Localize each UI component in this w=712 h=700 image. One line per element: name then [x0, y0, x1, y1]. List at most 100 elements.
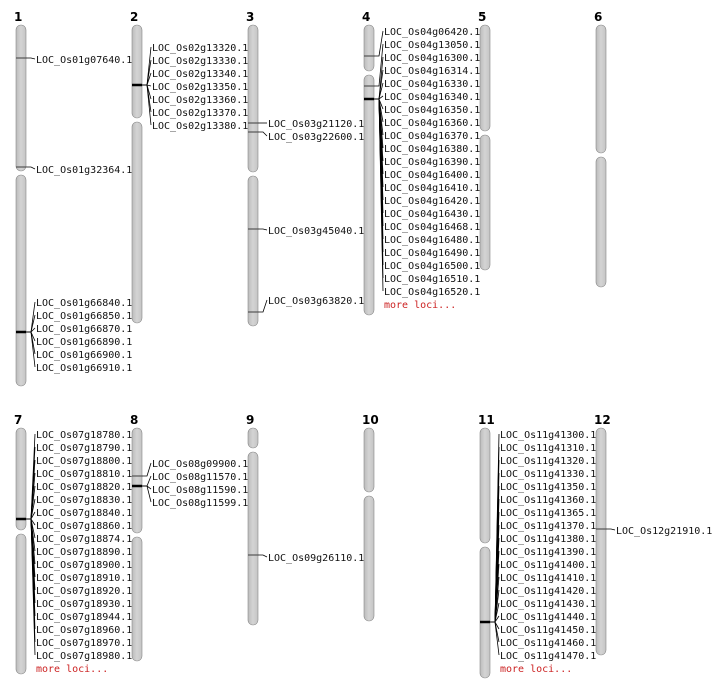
- locus-label[interactable]: LOC_Os02g13320.1: [152, 43, 248, 54]
- locus-label[interactable]: LOC_Os08g11570.1: [152, 472, 248, 483]
- locus-label[interactable]: LOC_Os04g16370.1: [384, 131, 480, 142]
- locus-label[interactable]: LOC_Os02g13350.1: [152, 82, 248, 93]
- locus-label[interactable]: LOC_Os07g18920.1: [36, 586, 132, 597]
- locus-label[interactable]: LOC_Os07g18980.1: [36, 651, 132, 662]
- locus-label[interactable]: LOC_Os12g21910.1: [616, 526, 712, 537]
- locus-label[interactable]: LOC_Os07g18780.1: [36, 430, 132, 441]
- locus-label[interactable]: LOC_Os01g66910.1: [36, 363, 132, 374]
- locus-label[interactable]: LOC_Os11g41400.1: [500, 560, 596, 571]
- locus-label[interactable]: LOC_Os02g13360.1: [152, 95, 248, 106]
- chromosome-arm[interactable]: [363, 495, 375, 622]
- locus-label[interactable]: LOC_Os11g41365.1: [500, 508, 596, 519]
- locus-label[interactable]: LOC_Os02g13370.1: [152, 108, 248, 119]
- chromosome-3[interactable]: 3LOC_Os03g21120.1LOC_Os03g22600.1LOC_Os0…: [246, 10, 364, 327]
- locus-label[interactable]: LOC_Os11g41470.1: [500, 651, 596, 662]
- locus-label[interactable]: LOC_Os07g18944.1: [36, 612, 132, 623]
- locus-label[interactable]: LOC_Os04g16350.1: [384, 105, 480, 116]
- more-loci-link[interactable]: more loci...: [384, 300, 456, 311]
- chromosome-arm[interactable]: [595, 156, 607, 288]
- locus-label[interactable]: LOC_Os11g41410.1: [500, 573, 596, 584]
- locus-label[interactable]: LOC_Os11g41350.1: [500, 482, 596, 493]
- chromosome-arm[interactable]: [131, 536, 143, 662]
- locus-label[interactable]: LOC_Os01g66840.1: [36, 298, 132, 309]
- locus-label[interactable]: LOC_Os03g63820.1: [268, 296, 364, 307]
- locus-label[interactable]: LOC_Os07g18840.1: [36, 508, 132, 519]
- locus-label[interactable]: LOC_Os07g18970.1: [36, 638, 132, 649]
- locus-label[interactable]: LOC_Os01g66900.1: [36, 350, 132, 361]
- locus-label[interactable]: LOC_Os02g13330.1: [152, 56, 248, 67]
- chromosome-arm[interactable]: [15, 533, 27, 675]
- chromosome-arm[interactable]: [363, 24, 375, 72]
- locus-label[interactable]: LOC_Os11g41380.1: [500, 534, 596, 545]
- locus-label[interactable]: LOC_Os07g18860.1: [36, 521, 132, 532]
- more-loci-link[interactable]: more loci...: [500, 664, 572, 675]
- locus-label[interactable]: LOC_Os07g18890.1: [36, 547, 132, 558]
- locus-label[interactable]: LOC_Os11g41450.1: [500, 625, 596, 636]
- locus-label[interactable]: LOC_Os09g26110.1: [268, 553, 364, 564]
- chromosome-arm[interactable]: [479, 427, 491, 544]
- locus-label[interactable]: LOC_Os07g18790.1: [36, 443, 132, 454]
- locus-label[interactable]: LOC_Os03g45040.1: [268, 226, 364, 237]
- chromosome-8[interactable]: 8LOC_Os08g09900.1LOC_Os08g11570.1LOC_Os0…: [130, 413, 248, 662]
- locus-label[interactable]: LOC_Os11g41320.1: [500, 456, 596, 467]
- locus-label[interactable]: LOC_Os04g16420.1: [384, 196, 480, 207]
- chromosome-10[interactable]: 10: [362, 413, 379, 622]
- locus-label[interactable]: LOC_Os02g13340.1: [152, 69, 248, 80]
- locus-label[interactable]: LOC_Os11g41440.1: [500, 612, 596, 623]
- chromosome-6[interactable]: 6: [594, 10, 607, 288]
- locus-label[interactable]: LOC_Os11g41370.1: [500, 521, 596, 532]
- locus-label[interactable]: LOC_Os04g16490.1: [384, 248, 480, 259]
- chromosome-arm[interactable]: [15, 174, 27, 387]
- locus-label[interactable]: LOC_Os11g41420.1: [500, 586, 596, 597]
- locus-label[interactable]: LOC_Os04g16480.1: [384, 235, 480, 246]
- locus-label[interactable]: LOC_Os11g41390.1: [500, 547, 596, 558]
- chromosome-4[interactable]: 4LOC_Os04g06420.1LOC_Os04g13050.1LOC_Os0…: [362, 10, 480, 316]
- locus-label[interactable]: LOC_Os04g16430.1: [384, 209, 480, 220]
- locus-label[interactable]: LOC_Os07g18960.1: [36, 625, 132, 636]
- chromosome-arm[interactable]: [247, 427, 259, 449]
- locus-label[interactable]: LOC_Os01g32364.1: [36, 165, 132, 176]
- locus-label[interactable]: LOC_Os04g16380.1: [384, 144, 480, 155]
- locus-label[interactable]: LOC_Os04g16468.1: [384, 222, 480, 233]
- locus-label[interactable]: LOC_Os01g66850.1: [36, 311, 132, 322]
- locus-label[interactable]: LOC_Os04g16340.1: [384, 92, 480, 103]
- locus-label[interactable]: LOC_Os04g16520.1: [384, 287, 480, 298]
- locus-label[interactable]: LOC_Os07g18810.1: [36, 469, 132, 480]
- chromosome-arm[interactable]: [363, 74, 375, 316]
- chromosome-arm[interactable]: [479, 134, 491, 271]
- chromosome-arm[interactable]: [595, 427, 607, 656]
- locus-label[interactable]: LOC_Os08g09900.1: [152, 459, 248, 470]
- locus-label[interactable]: LOC_Os03g22600.1: [268, 132, 364, 143]
- locus-label[interactable]: LOC_Os11g41300.1: [500, 430, 596, 441]
- locus-label[interactable]: LOC_Os11g41330.1: [500, 469, 596, 480]
- locus-label[interactable]: LOC_Os11g41360.1: [500, 495, 596, 506]
- chromosome-arm[interactable]: [595, 24, 607, 154]
- locus-label[interactable]: LOC_Os11g41460.1: [500, 638, 596, 649]
- locus-label[interactable]: LOC_Os01g66870.1: [36, 324, 132, 335]
- chromosome-arm[interactable]: [15, 24, 27, 172]
- locus-label[interactable]: LOC_Os11g41430.1: [500, 599, 596, 610]
- more-loci-link[interactable]: more loci...: [36, 664, 108, 675]
- locus-label[interactable]: LOC_Os03g21120.1: [268, 119, 364, 130]
- locus-label[interactable]: LOC_Os01g66890.1: [36, 337, 132, 348]
- chromosome-2[interactable]: 2LOC_Os02g13320.1LOC_Os02g13330.1LOC_Os0…: [130, 10, 248, 324]
- locus-label[interactable]: LOC_Os07g18900.1: [36, 560, 132, 571]
- chromosome-arm[interactable]: [479, 546, 491, 679]
- locus-label[interactable]: LOC_Os04g16360.1: [384, 118, 480, 129]
- locus-label[interactable]: LOC_Os07g18830.1: [36, 495, 132, 506]
- chromosome-1[interactable]: 1LOC_Os01g07640.1LOC_Os01g32364.1LOC_Os0…: [14, 10, 132, 387]
- locus-label[interactable]: LOC_Os04g16390.1: [384, 157, 480, 168]
- chromosome-arm[interactable]: [131, 24, 143, 119]
- chromosome-arm[interactable]: [131, 427, 143, 534]
- locus-label[interactable]: LOC_Os04g16510.1: [384, 274, 480, 285]
- locus-label[interactable]: LOC_Os11g41310.1: [500, 443, 596, 454]
- locus-label[interactable]: LOC_Os07g18930.1: [36, 599, 132, 610]
- locus-label[interactable]: LOC_Os07g18820.1: [36, 482, 132, 493]
- chromosome-arm[interactable]: [247, 24, 259, 173]
- chromosome-arm[interactable]: [15, 427, 27, 531]
- chromosome-7[interactable]: 7LOC_Os07g18780.1LOC_Os07g18790.1LOC_Os0…: [14, 413, 132, 675]
- locus-label[interactable]: LOC_Os04g16300.1: [384, 53, 480, 64]
- locus-label[interactable]: LOC_Os04g06420.1: [384, 27, 480, 38]
- locus-label[interactable]: LOC_Os02g13380.1: [152, 121, 248, 132]
